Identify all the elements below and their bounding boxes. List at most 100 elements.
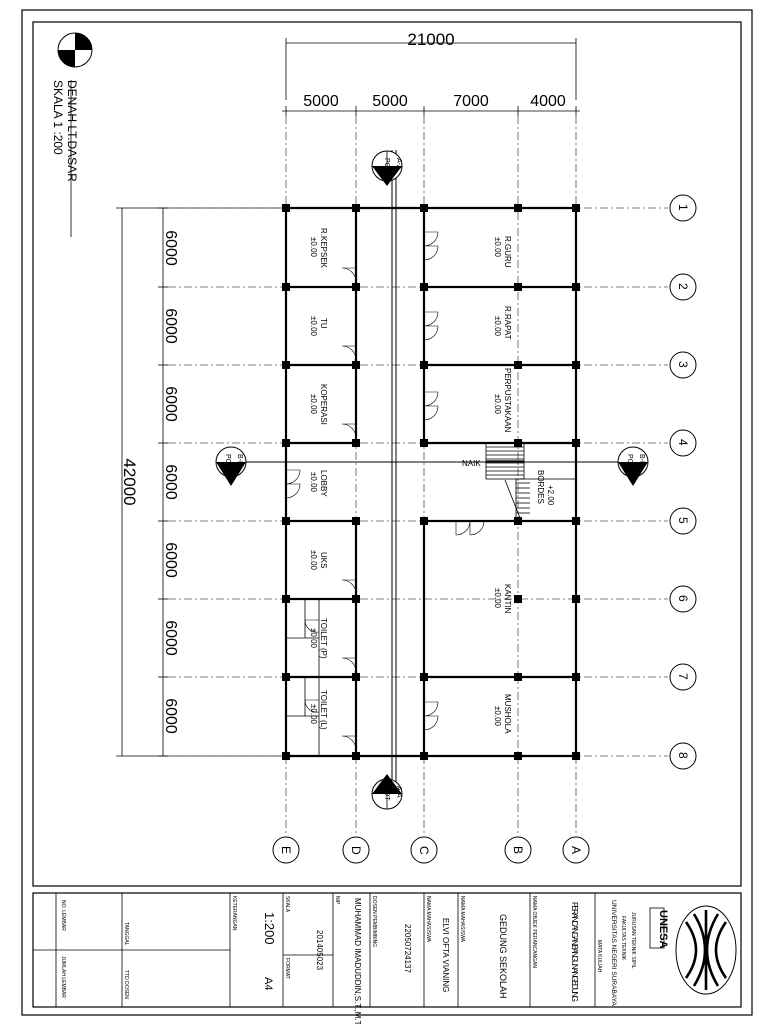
tb-date-label: TANGGAL xyxy=(123,922,129,946)
drawing-title: DENAH LT.DASAR xyxy=(65,80,79,182)
svg-text:A-A: A-A xyxy=(395,158,402,170)
room-toilet-l-name: TOILET (L) xyxy=(319,690,328,730)
sheet-border-outer xyxy=(21,9,753,1016)
row-dim-3: 6000 xyxy=(162,386,179,422)
room-kepsek-name: R.KEPSEK xyxy=(319,228,328,269)
room-tu-level: ±0.00 xyxy=(309,316,318,337)
tb-no-label: NO. LEMBAR xyxy=(60,900,66,931)
room-toilet-p-level: ±0.00 xyxy=(309,628,318,649)
tb-lecturer-label: DOSEN PEMBIMBING xyxy=(371,896,377,947)
title-block: NO. LEMBAR JUMLAH LEMBAR TANGGAL TTD DOS… xyxy=(32,892,742,1024)
room-perpus-level: ±0.00 xyxy=(493,394,502,415)
grid-E: E xyxy=(279,846,293,854)
section-bb-right: B-B POT xyxy=(617,446,649,486)
room-guru-level: ±0.00 xyxy=(493,237,502,258)
stair-bordes-label: BORDES xyxy=(536,470,545,504)
room-toilet-p-name: TOILET (P) xyxy=(319,618,328,659)
tb-lecturer-value: MUHAMMAD IMADUDDIN,S.T.,M.T. xyxy=(353,898,362,1024)
room-koperasi-level: ±0.00 xyxy=(309,394,318,415)
room-rapat-name: R.RAPAT xyxy=(503,306,512,340)
doors xyxy=(285,231,485,751)
room-uks-name: UKS xyxy=(319,552,328,568)
grid-A: A xyxy=(569,846,583,854)
room-mushola-level: ±0.00 xyxy=(493,706,502,727)
tb-scale-label: SKALA xyxy=(284,896,290,913)
section-markers: A-A POT A-A POT B-B POT B-B POT xyxy=(215,150,649,810)
tb-nim-label: NAMA MAHASISWA xyxy=(425,896,431,943)
span-dim-4: 4000 xyxy=(530,93,566,110)
svg-text:POT: POT xyxy=(383,786,390,801)
row-dim-6: 6000 xyxy=(162,620,179,656)
room-koperasi-name: KOPERASI xyxy=(319,384,328,425)
room-uks-level: ±0.00 xyxy=(309,550,318,571)
grid-D: D xyxy=(349,846,363,855)
svg-text:4: 4 xyxy=(676,439,690,446)
tb-student-label: NAMA MAHASISWA xyxy=(459,896,465,943)
room-kantin-name: KANTIN xyxy=(503,584,512,614)
tb-course-label: MATA KULIAH xyxy=(596,940,602,973)
svg-text:B-B: B-B xyxy=(236,454,243,466)
section-bb-left: B-B POT xyxy=(215,446,247,486)
left-dimensions: 42000 6000 6000 6000 6000 6000 6000 6000 xyxy=(116,207,288,757)
section-aa-top: A-A POT xyxy=(371,150,403,186)
sheet-border-inner xyxy=(32,21,742,887)
room-mushola-name: MUSHOLA xyxy=(503,694,512,734)
span-dim-2: 5000 xyxy=(372,93,408,110)
room-guru-name: R.GURU xyxy=(503,236,512,268)
span-dim-1: 5000 xyxy=(303,93,339,110)
stair-bordes-level: +2.00 xyxy=(546,485,555,506)
tb-univ-2: FAKULTAS TEKNIK xyxy=(620,916,626,961)
svg-text:8: 8 xyxy=(676,752,690,759)
section-aa-bottom: A-A POT xyxy=(371,774,403,810)
room-lobby-name: LOBBY xyxy=(319,470,328,497)
svg-text:POT: POT xyxy=(626,454,633,469)
svg-text:B-B: B-B xyxy=(638,454,645,466)
grid-letter-bubbles: E D C B A xyxy=(272,836,590,864)
tb-sign-label: TTD DOSEN xyxy=(123,970,129,999)
row-dim-4: 6000 xyxy=(162,464,179,500)
svg-text:2: 2 xyxy=(676,283,690,290)
unesa-logo: UNESA xyxy=(649,905,737,995)
svg-text:1: 1 xyxy=(676,204,690,211)
drawing-title-group: DENAH LT.DASAR SKALA 1 :200 xyxy=(51,32,93,237)
tb-object-value: GEDUNG SEKOLAH xyxy=(498,914,508,999)
tb-univ-3: UNIVERSITAS NEGERI SURABAYA xyxy=(610,900,617,1006)
walls xyxy=(284,150,578,800)
tb-student-value: ELVI OFTA VIANING xyxy=(441,918,450,992)
room-kepsek-level: ±0.00 xyxy=(309,237,318,258)
row-dim-7: 6000 xyxy=(162,698,179,734)
grid-B: B xyxy=(511,846,525,854)
row-dim-2: 6000 xyxy=(162,308,179,344)
room-toilet-l-level: ±0.00 xyxy=(309,704,318,725)
tb-total-label: JUMLAH LEMBAR xyxy=(60,956,66,998)
tb-course-value: PERANCANGAN BANGUNAN GEDUNG xyxy=(570,902,579,1002)
stair-naik-label: NAIK xyxy=(462,459,481,468)
tb-univ-1: JURUSAN TEKNIK SIPIL xyxy=(630,912,636,969)
svg-text:A-A: A-A xyxy=(395,786,402,798)
room-rapat-level: ±0.00 xyxy=(493,316,502,337)
grid-number-bubbles: 1 2 3 4 5 6 7 8 xyxy=(669,194,697,770)
row-dim-5: 6000 xyxy=(162,542,179,578)
room-tu-name: TU xyxy=(319,318,328,329)
tb-format-label: FORMAT xyxy=(284,958,290,979)
row-dim-1: 6000 xyxy=(162,230,179,266)
svg-text:POT: POT xyxy=(383,158,390,173)
room-labels: R.KEPSEK ±0.00 TU ±0.00 KOPERASI ±0.00 L… xyxy=(309,228,512,734)
overall-width-dim: 21000 xyxy=(407,30,454,49)
drawing-scale: SKALA 1 :200 xyxy=(51,80,65,155)
unesa-logo-text: UNESA xyxy=(657,910,669,949)
tb-nip-value: 201405023 xyxy=(315,930,324,971)
svg-text:3: 3 xyxy=(676,361,690,368)
top-dimensions: 21000 5000 5000 7000 4000 xyxy=(282,30,580,116)
tb-scale-value: 1:200 xyxy=(262,912,277,945)
room-perpus-name: PERPUSTAKAAN xyxy=(503,368,512,433)
tb-nim-value: 22050724137 xyxy=(403,924,412,973)
span-dim-3: 7000 xyxy=(453,93,489,110)
stair: NAIK BORDES +2.00 xyxy=(462,442,577,522)
room-kantin-level: ±0.00 xyxy=(493,588,502,609)
svg-text:6: 6 xyxy=(676,595,690,602)
tb-object-label: NAMA OBJEK PERANCANGAN xyxy=(531,896,537,968)
room-lobby-level: ±0.00 xyxy=(309,472,318,493)
overall-length-dim: 42000 xyxy=(120,458,139,505)
